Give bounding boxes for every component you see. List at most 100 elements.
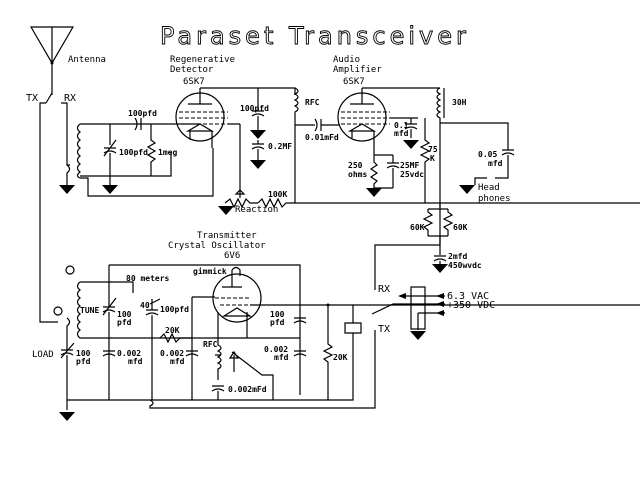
antenna-tx-label: TX [26, 93, 38, 104]
oscillator-rfc [215, 338, 274, 400]
transmitter-title-line1: Transmitter [197, 231, 257, 241]
supply-resistors [374, 203, 454, 290]
bypass-cap-a-label-1: 0.002 [117, 349, 141, 358]
audio-screen-cap-label-2: mfd [394, 129, 409, 138]
plate-cap-label-1: 100 [270, 310, 285, 319]
audio-title-line2: Amplifier [333, 65, 382, 75]
detector-coil [66, 123, 214, 197]
band-cap-label: 100pfd [160, 305, 189, 314]
switch-rx-label: RX [378, 284, 390, 295]
detector-bypass-cap-label: 0.2MF [268, 142, 292, 151]
ground-bus [67, 330, 376, 409]
audio-screen-bypass [390, 117, 418, 138]
audio-cathode-resistor-label-2: ohms [348, 170, 367, 179]
detector-plate-cap-label: 100pfd [240, 104, 269, 113]
gimmick-label: gimmick [193, 266, 227, 276]
diagram-title: Paraset Transceiver [160, 22, 470, 50]
bypass-cap-c-label-2: mfd [274, 353, 289, 362]
band-40-label: 40 [140, 301, 150, 310]
band-80-label: 80 meters [126, 274, 170, 283]
oscillator-rfc-label: RFC [203, 340, 218, 349]
audio-screen-resistor-label-1: 75 [428, 145, 438, 154]
rfc-capacitor [211, 385, 225, 400]
load-label: LOAD [32, 350, 54, 360]
supply-filter-capacitor [433, 255, 447, 264]
detector-grid-resistor [146, 124, 157, 176]
ground-symbol [459, 185, 475, 194]
detector-coupling-cap-label: 100pfd [128, 109, 157, 118]
antenna-label: Antenna [68, 55, 106, 65]
detector-title-line2: Detector [170, 65, 214, 75]
detector-coupling-capacitor [134, 117, 142, 131]
supply-resistor-right-label: 60K [453, 223, 468, 232]
antenna-symbol [29, 26, 75, 95]
ground-symbol [102, 185, 118, 194]
oscillator-tube [212, 266, 640, 338]
antenna-rx-label: RX [64, 93, 76, 104]
ground-symbol [410, 331, 426, 340]
detector-grid-resistor-label: 1meg [158, 148, 177, 157]
audio-screen-cap-label-1: 0.1 [394, 121, 409, 130]
audio-choke-label: 30H [452, 98, 467, 107]
supply-vac-label: 6.3 VAC [447, 291, 489, 302]
audio-coupling-cap-label: 0.01mFd [305, 133, 339, 142]
ground-symbol [218, 206, 234, 215]
crystal-and-resistor [300, 303, 362, 401]
crystal-resistor-label: 20K [333, 353, 348, 362]
ground-symbol [403, 140, 419, 149]
ground-symbol [366, 188, 382, 197]
bypass-cap-b-label-1: 0.002 [160, 349, 184, 358]
bypass-capacitor-a [102, 350, 116, 357]
detector-rfc-label: RFC [305, 98, 320, 107]
supply-filter-cap-label-2: 450wvdc [448, 261, 482, 270]
reaction-potentiometer [224, 189, 640, 209]
grid-resistor [159, 296, 215, 400]
audio-screen-resistor [419, 118, 431, 203]
detector-title-line1: Regenerative [170, 55, 235, 65]
detector-tube [175, 87, 296, 148]
band-switch-capacitor [145, 298, 161, 400]
detector-plate-capacitor [228, 88, 265, 195]
load-cap-label-2: pfd [76, 357, 91, 366]
audio-coupling-capacitor [295, 118, 340, 132]
bypass-cap-b-label-2: mfd [170, 357, 185, 366]
audio-choke [436, 87, 445, 245]
headphones-label-1: Head [478, 183, 500, 193]
detector-tuning-capacitor [103, 124, 117, 185]
reaction-label: Reaction [235, 205, 278, 215]
supply-resistor-left-label: 60K [410, 223, 425, 232]
power-connector [371, 286, 445, 330]
transmitter-tube-label: 6V6 [224, 251, 240, 261]
bypass-cap-a-label-2: mfd [128, 357, 143, 366]
audio-output-capacitor [440, 122, 515, 185]
tune-cap-label-1: 100 [117, 310, 132, 319]
audio-output-cap-label-2: mfd [488, 159, 503, 168]
load-capacitor [60, 340, 75, 410]
audio-cathode-network [369, 154, 400, 189]
audio-output-cap-label-1: 0.05 [478, 150, 497, 159]
detector-tube-label: 6SK7 [183, 77, 205, 87]
headphones-label-2: phones [478, 194, 511, 204]
rfc-cap-label: 0.002mFd [228, 385, 267, 394]
grid-resistor-label: 20K [165, 326, 180, 335]
bypass-capacitor-b [185, 350, 199, 357]
transmitter-title-line2: Crystal Oscillator [168, 241, 266, 251]
ground-symbol [432, 264, 448, 273]
tune-capacitor [102, 265, 117, 400]
audio-cathode-cap-label-1: 25MF [400, 161, 419, 170]
audio-screen-resistor-label-2: K [430, 154, 435, 163]
detector-rfc [293, 87, 299, 203]
tx-rx-switch [39, 92, 70, 323]
audio-tube-label: 6SK7 [343, 77, 365, 87]
audio-cathode-cap-label-2: 25vdc [400, 170, 424, 179]
detector-bypass-capacitor [251, 140, 265, 160]
supply-filter-cap-label-1: 2mfd [448, 252, 467, 261]
plate-capacitors [293, 317, 307, 357]
ground-symbol [250, 130, 266, 139]
audio-tube [337, 87, 440, 155]
load-cap-label-1: 100 [76, 349, 91, 358]
ground-symbol [250, 160, 266, 169]
audio-cathode-resistor-label-1: 250 [348, 161, 363, 170]
tune-label: TUNE [80, 306, 99, 315]
